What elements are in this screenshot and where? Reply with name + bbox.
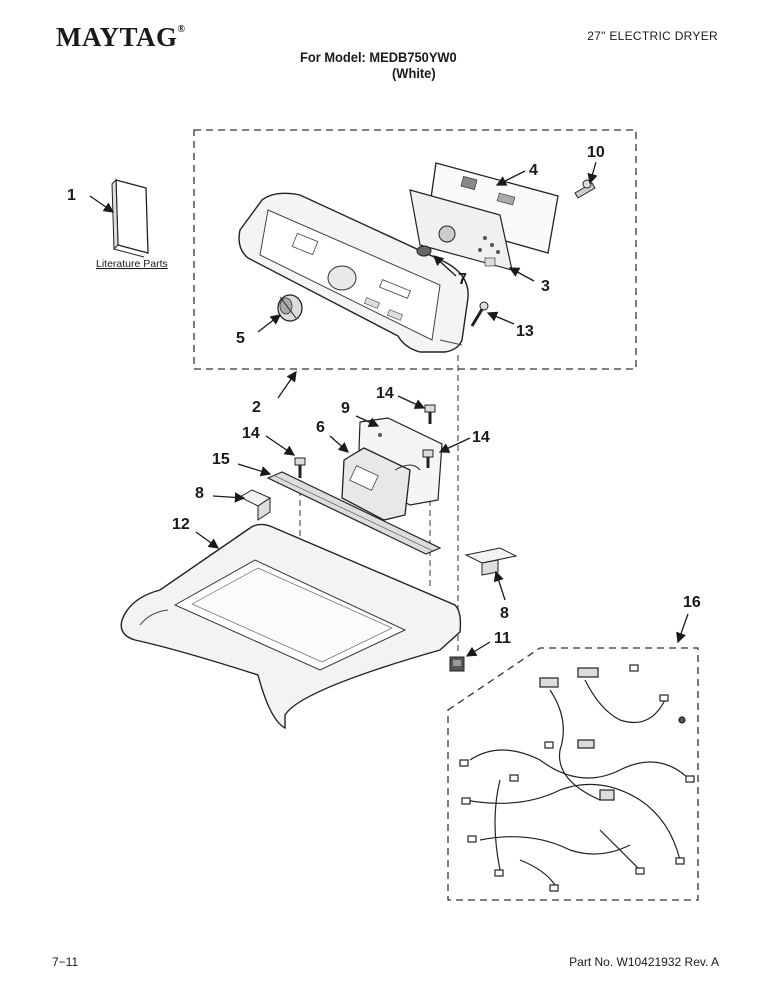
callout-10: 10 bbox=[587, 144, 605, 161]
leader-5 bbox=[257, 314, 282, 333]
callout-7: 7 bbox=[458, 271, 467, 288]
leader-9 bbox=[355, 415, 380, 427]
callout-14c: 14 bbox=[472, 429, 490, 446]
screw-10 bbox=[574, 179, 596, 199]
literature-parts-booklet bbox=[111, 178, 149, 258]
top-panel bbox=[120, 523, 462, 730]
pad-8b bbox=[464, 547, 518, 576]
leader-13 bbox=[486, 311, 515, 325]
leader-15 bbox=[237, 463, 272, 477]
model-title: For Model: MEDB750YW0 bbox=[300, 49, 457, 65]
control-module bbox=[341, 447, 421, 521]
leader-1 bbox=[89, 195, 115, 213]
screw-14b bbox=[424, 404, 436, 424]
callout-11: 11 bbox=[494, 630, 511, 647]
literature-parts-label: Literature Parts bbox=[96, 258, 168, 270]
screw-14a bbox=[294, 457, 306, 478]
leader-3 bbox=[508, 267, 535, 282]
callout-14a: 14 bbox=[242, 425, 260, 442]
leader-16 bbox=[676, 613, 689, 644]
registered-mark: ® bbox=[177, 24, 186, 35]
control-knob bbox=[277, 294, 303, 322]
callout-12: 12 bbox=[172, 516, 190, 533]
wire-harness-group-box bbox=[447, 647, 699, 901]
leader-6 bbox=[329, 435, 349, 453]
callout-15: 15 bbox=[212, 451, 230, 468]
callout-8a: 8 bbox=[195, 485, 204, 502]
pad-8a bbox=[238, 489, 272, 521]
control-bracket bbox=[409, 189, 513, 271]
wire-harness bbox=[459, 664, 695, 892]
callout-6: 6 bbox=[316, 419, 325, 436]
callout-5: 5 bbox=[236, 330, 245, 347]
callout-16: 16 bbox=[683, 594, 701, 611]
hinge-strip bbox=[266, 471, 442, 555]
control-panel-group-box bbox=[193, 129, 637, 370]
leader-12 bbox=[195, 531, 220, 549]
leader-11 bbox=[465, 641, 491, 657]
foot-clip bbox=[449, 656, 465, 672]
screw-13 bbox=[470, 301, 489, 327]
leader-2 bbox=[277, 370, 297, 399]
maytag-logo: MAYTAG® bbox=[56, 22, 186, 53]
callout-4: 4 bbox=[529, 162, 538, 179]
callout-13: 13 bbox=[516, 323, 534, 340]
leader-7 bbox=[433, 255, 457, 277]
callout-2: 2 bbox=[252, 399, 261, 416]
product-type: 27" ELECTRIC DRYER bbox=[587, 29, 718, 43]
callout-8b: 8 bbox=[500, 605, 509, 622]
model-color: (White) bbox=[392, 65, 436, 81]
callout-9: 9 bbox=[341, 400, 350, 417]
leader-14c bbox=[438, 437, 471, 453]
brand-name: MAYTAG bbox=[56, 22, 178, 52]
screw-14c bbox=[422, 449, 434, 468]
page-number: 7−11 bbox=[52, 955, 79, 969]
leader-8a bbox=[212, 492, 246, 503]
leader-14a bbox=[265, 435, 296, 456]
console-panel bbox=[238, 192, 469, 353]
callout-14b: 14 bbox=[376, 385, 394, 402]
callout-1: 1 bbox=[67, 187, 76, 204]
leader-4 bbox=[495, 170, 526, 186]
leader-14b bbox=[397, 395, 426, 409]
part-number: Part No. W10421932 Rev. A bbox=[569, 955, 719, 969]
leader-8b bbox=[493, 570, 506, 601]
callout-3: 3 bbox=[541, 278, 550, 295]
leader-10 bbox=[587, 161, 598, 185]
user-interface-board bbox=[427, 162, 559, 254]
retaining-washer bbox=[416, 245, 432, 257]
